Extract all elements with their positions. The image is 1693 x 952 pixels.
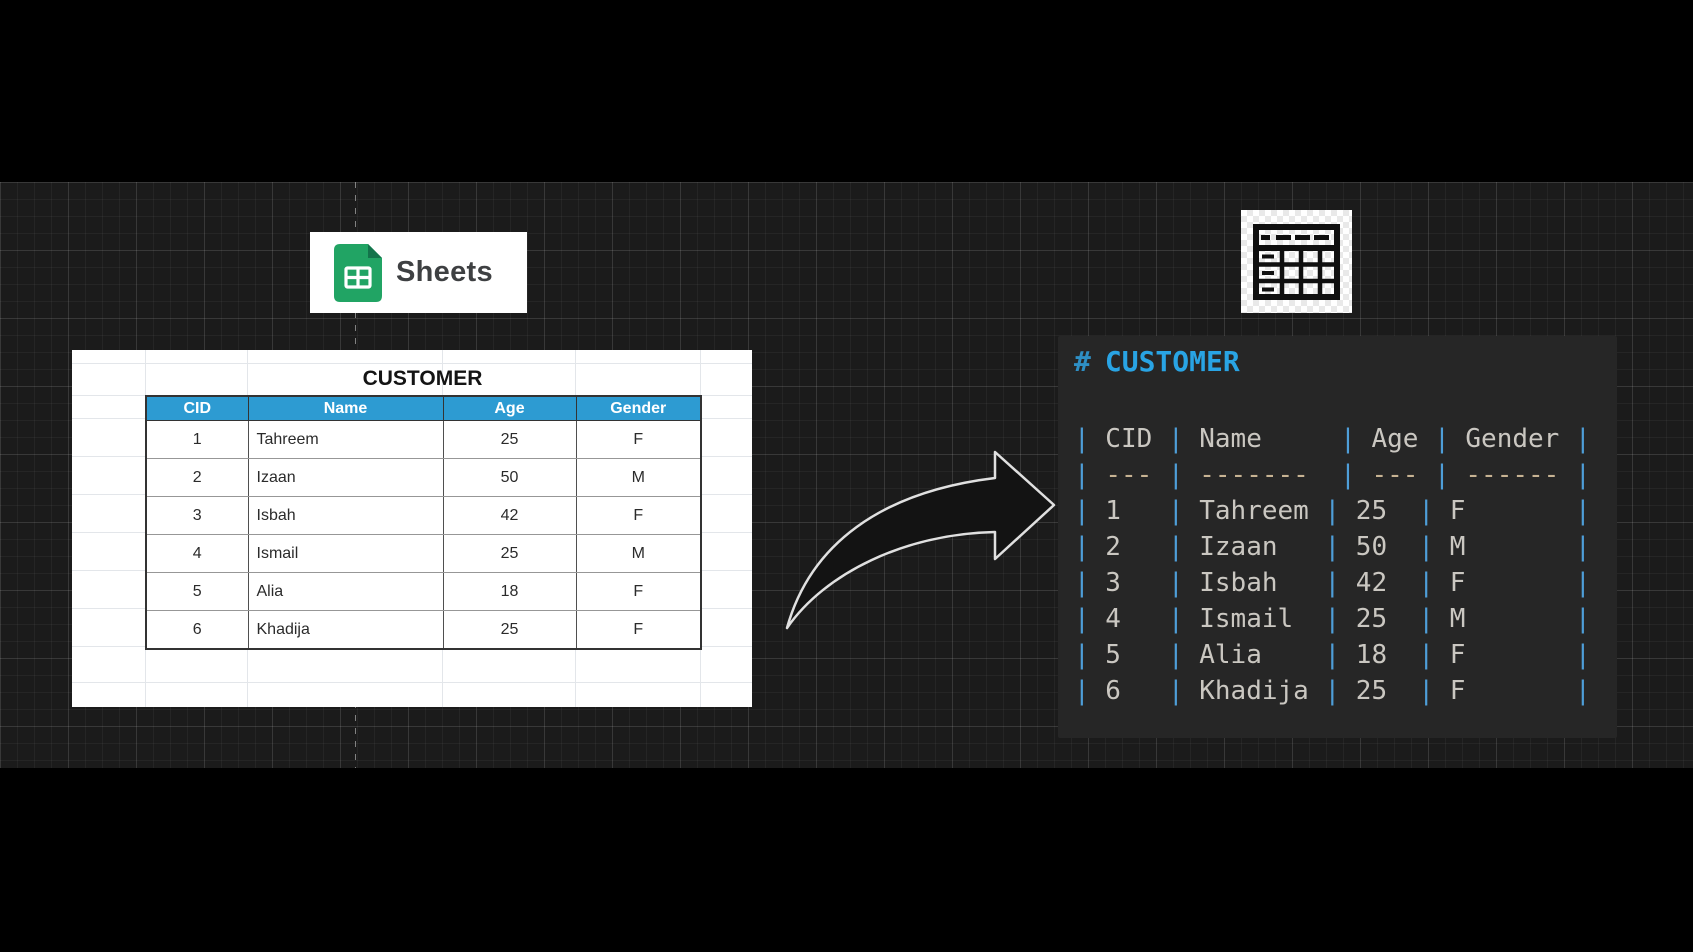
table-cell: 25 xyxy=(442,610,577,650)
heading-hash-symbol: # xyxy=(1074,345,1091,378)
column-header: Gender xyxy=(575,395,702,421)
markdown-line: | 3 | Isbah | 42 | F | xyxy=(1074,568,1591,598)
heading-text: CUSTOMER xyxy=(1104,345,1240,378)
sheets-label: Sheets xyxy=(396,256,493,288)
sheet-gridline xyxy=(72,682,752,683)
table-cell: 3 xyxy=(145,496,249,535)
table-cell: F xyxy=(575,496,702,535)
table-cell: Khadija xyxy=(247,610,444,650)
table-cell: 2 xyxy=(145,458,249,497)
table-cell: F xyxy=(575,572,702,611)
markdown-line: | --- | ------- | --- | ------ | xyxy=(1074,460,1591,490)
table-cell: F xyxy=(575,610,702,650)
markdown-line: | 5 | Alia | 18 | F | xyxy=(1074,640,1591,670)
table-cell: 25 xyxy=(442,534,577,573)
table-cell: 50 xyxy=(442,458,577,497)
markdown-line: | 2 | Izaan | 50 | M | xyxy=(1074,532,1591,562)
table-cell: Izaan xyxy=(247,458,444,497)
column-header: Age xyxy=(442,395,577,421)
column-header: CID xyxy=(145,395,249,421)
table-cell: Ismail xyxy=(247,534,444,573)
sheet-gridline xyxy=(72,363,752,364)
markdown-table: | CID | Name | Age | Gender | | --- | ---… xyxy=(1074,421,1601,709)
google-sheets-icon xyxy=(334,243,382,302)
markdown-panel: #CUSTOMER | CID | Name | Age | Gender ||… xyxy=(1058,336,1617,738)
column-header: Name xyxy=(247,395,444,421)
table-cell: Tahreem xyxy=(247,420,444,459)
table-cell: 5 xyxy=(145,572,249,611)
markdown-line: | 4 | Ismail | 25 | M | xyxy=(1074,604,1591,634)
table-cell: 6 xyxy=(145,610,249,650)
markdown-line: | CID | Name | Age | Gender | xyxy=(1074,424,1591,454)
table-cell: 1 xyxy=(145,420,249,459)
spreadsheet-title: CUSTOMER xyxy=(362,367,483,390)
letterbox-top xyxy=(0,0,1693,182)
table-cell: F xyxy=(575,420,702,459)
google-sheets-badge: Sheets xyxy=(310,232,527,313)
table-cell: 4 xyxy=(145,534,249,573)
table-cell: M xyxy=(575,534,702,573)
table-cell: 42 xyxy=(442,496,577,535)
markdown-heading: # CUSTOMER xyxy=(1074,344,1601,380)
markdown-line: | 6 | Khadija | 25 | F | xyxy=(1074,676,1591,706)
table-cell: Alia xyxy=(247,572,444,611)
table-cell: M xyxy=(575,458,702,497)
markdown-line: | 1 | Tahreem | 25 | F | xyxy=(1074,496,1591,526)
table-cell: Isbah xyxy=(247,496,444,535)
table-cell: 18 xyxy=(442,572,577,611)
table-grid-icon xyxy=(1241,210,1352,313)
letterbox-bottom xyxy=(0,768,1693,952)
table-cell: 25 xyxy=(442,420,577,459)
